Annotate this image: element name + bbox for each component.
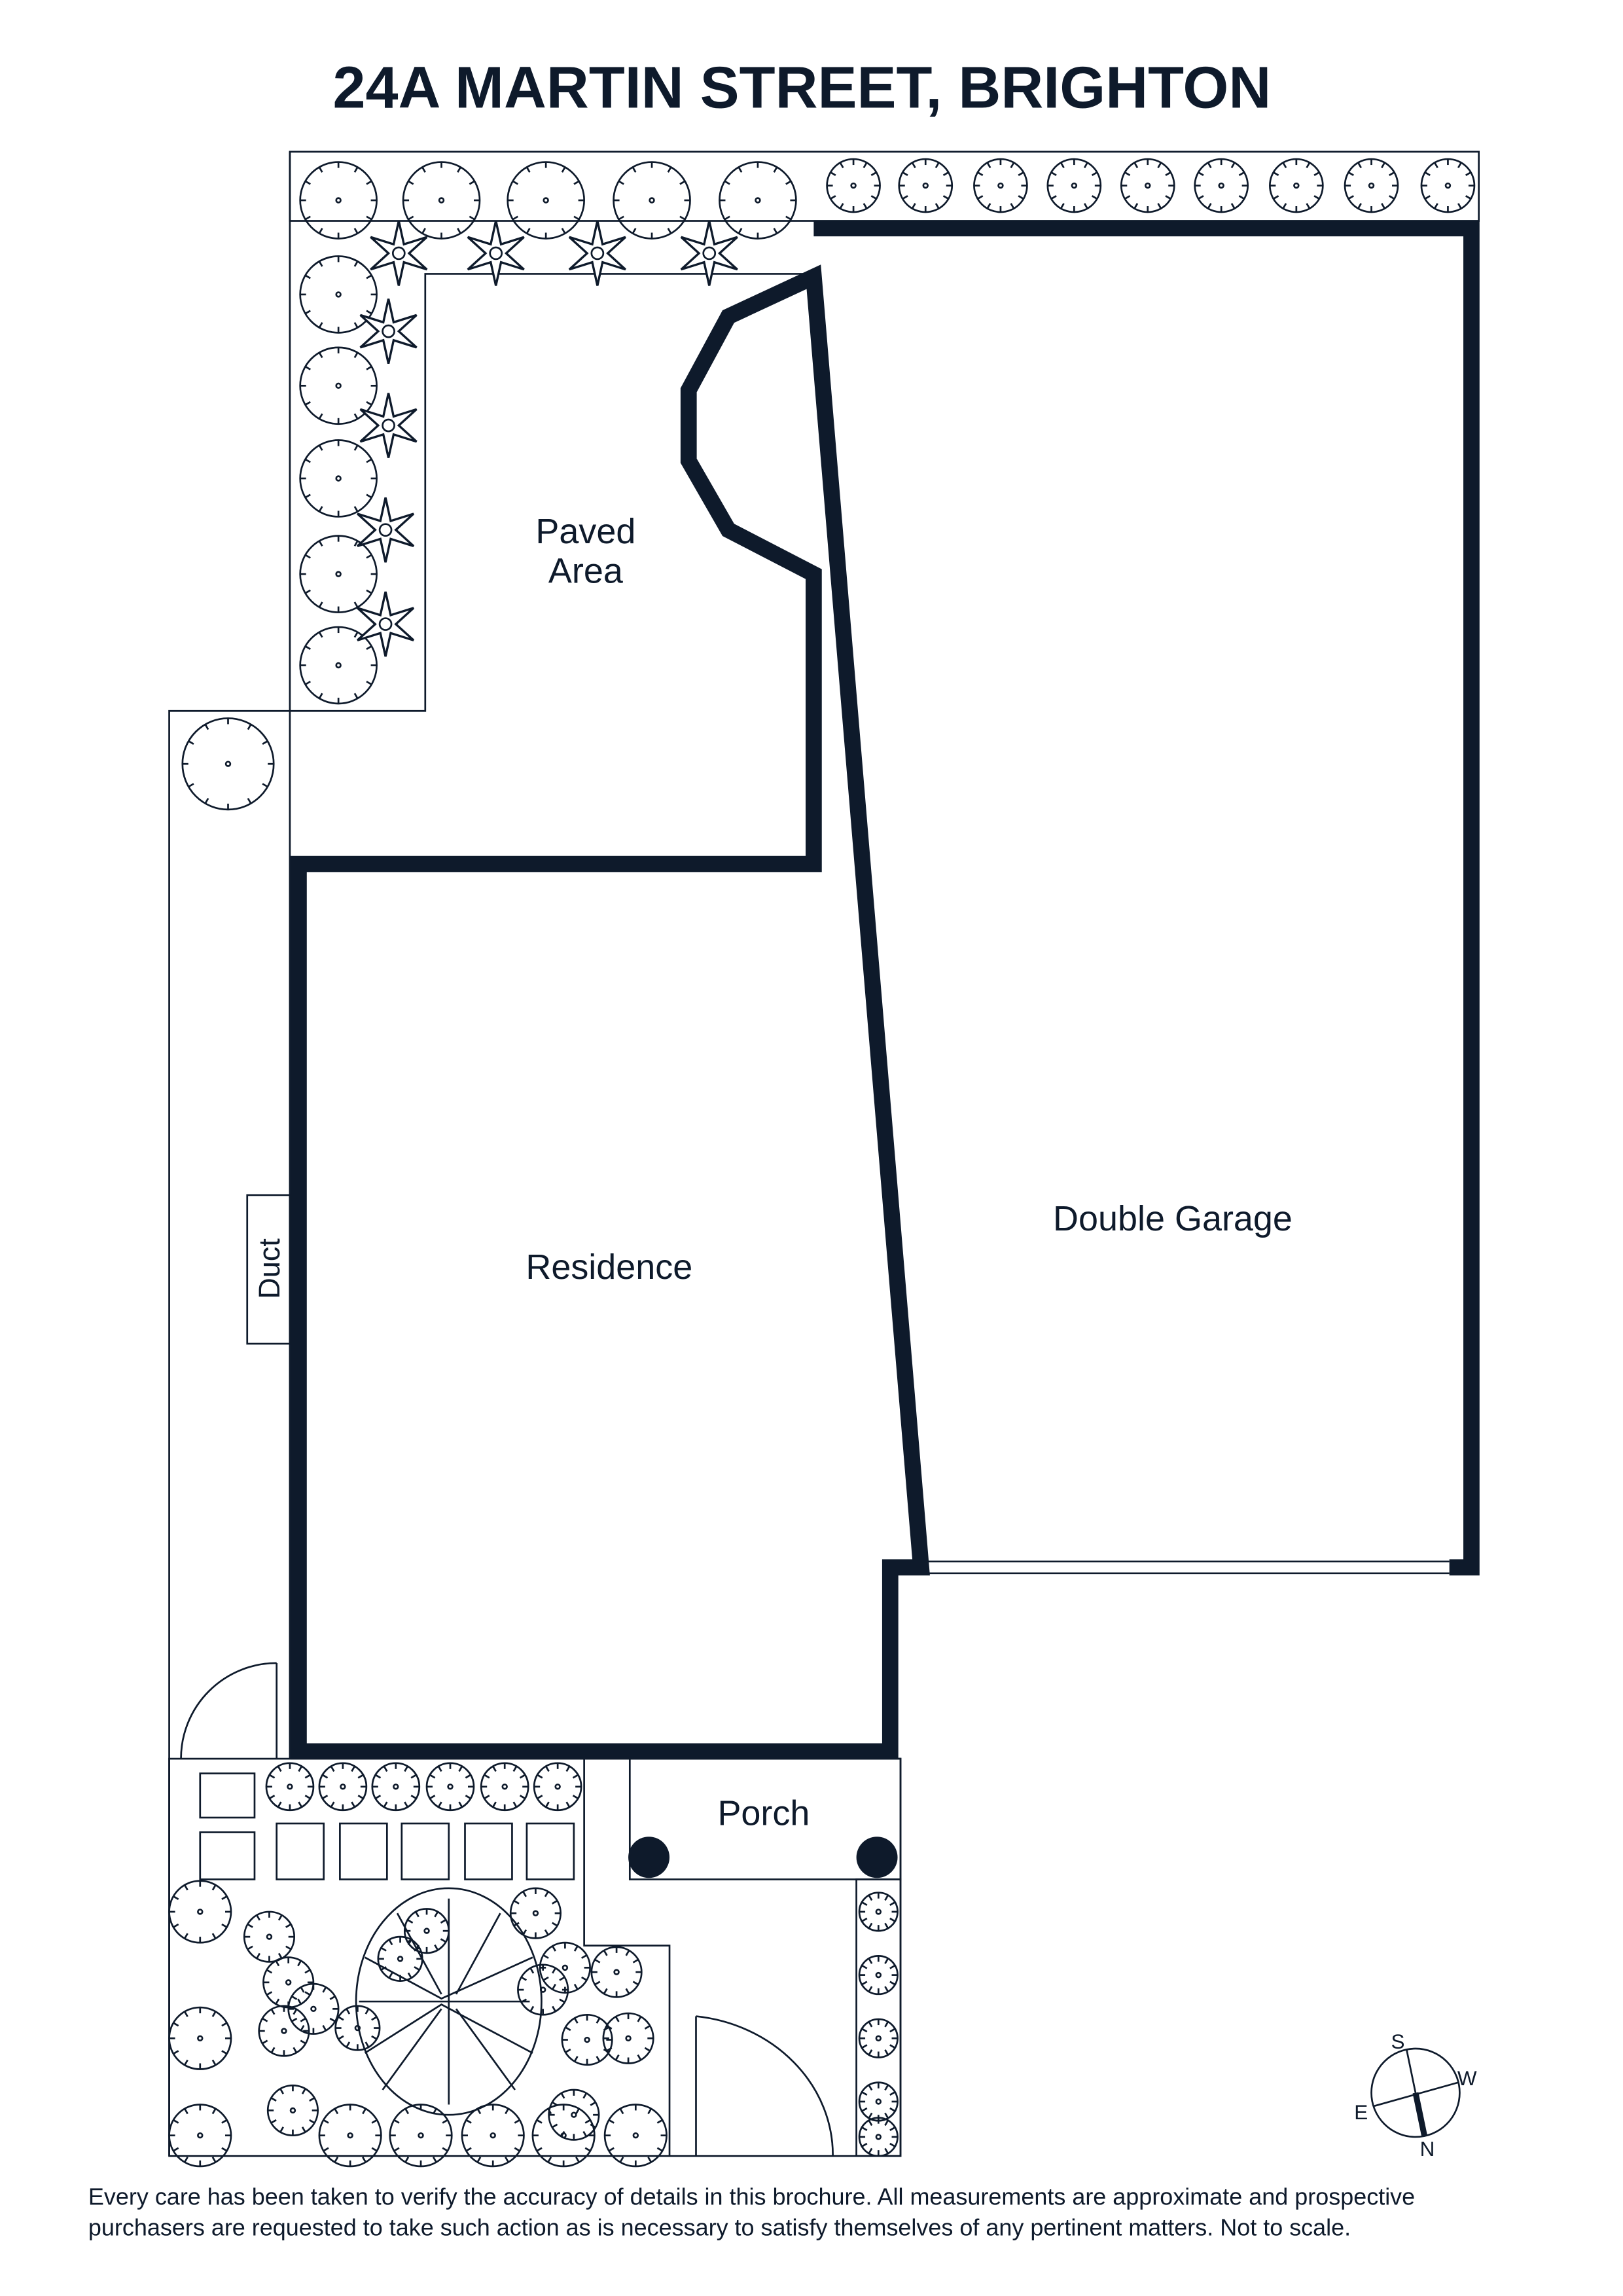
plant-star-icon bbox=[467, 221, 525, 286]
shrub-icon bbox=[318, 1762, 368, 1812]
shrub-icon bbox=[1046, 158, 1102, 213]
shrub-icon bbox=[517, 1964, 569, 2016]
shrub-icon bbox=[480, 1762, 529, 1812]
shrub-icon bbox=[299, 535, 378, 613]
shrub-icon bbox=[389, 2104, 453, 2168]
shrub-icon bbox=[377, 1935, 423, 1982]
plant-star-icon bbox=[568, 221, 626, 286]
shrub-icon bbox=[181, 717, 275, 811]
shrub-icon bbox=[561, 2013, 613, 2066]
compass-west: W bbox=[1457, 2067, 1477, 2090]
shrub-icon bbox=[1420, 158, 1476, 213]
shrub-icon bbox=[858, 2081, 899, 2122]
shrub-icon bbox=[265, 1762, 315, 1812]
plant-star-icon bbox=[357, 591, 415, 657]
shrub-icon bbox=[858, 1892, 899, 1932]
shrub-icon bbox=[425, 1762, 475, 1812]
shrub-icon bbox=[371, 1762, 421, 1812]
shrub-icon bbox=[1194, 158, 1249, 213]
compass-south: S bbox=[1391, 2030, 1404, 2053]
shrub-icon bbox=[533, 1762, 582, 1812]
plant-star-icon bbox=[357, 497, 415, 563]
shrub-icon bbox=[299, 439, 378, 518]
shrub-icon bbox=[590, 1946, 643, 1998]
shrub-icon bbox=[334, 2005, 381, 2051]
room-label-residence: Residence bbox=[526, 1247, 692, 1287]
shrub-icon bbox=[168, 1880, 232, 1944]
plants bbox=[357, 221, 738, 657]
shrub-icon bbox=[858, 2018, 899, 2058]
shrub-icon bbox=[531, 2104, 596, 2168]
compass-east: E bbox=[1354, 2101, 1368, 2124]
shrub-icon bbox=[539, 1941, 591, 1994]
shrub-icon bbox=[168, 2104, 232, 2168]
shrub-icon bbox=[266, 2084, 319, 2137]
shrub-icon bbox=[719, 161, 797, 240]
shrub-icon bbox=[262, 1956, 315, 2009]
shrub-icon bbox=[318, 2104, 382, 2168]
garage-door bbox=[921, 1560, 1450, 1575]
shrub-icon bbox=[1120, 158, 1175, 213]
shrub-icon bbox=[243, 1910, 296, 1963]
shrub-icon bbox=[548, 2089, 600, 2141]
shrub-icon bbox=[509, 1887, 562, 1939]
plant-star-icon bbox=[680, 221, 738, 286]
page-title: 24A MARTIN STREET, BRIGHTON bbox=[332, 55, 1271, 120]
large-tree-icon bbox=[355, 1887, 543, 2116]
shrub-icon bbox=[898, 158, 954, 213]
room-label-porch: Porch bbox=[717, 1793, 810, 1833]
shrub-icon bbox=[973, 158, 1028, 213]
duct-box bbox=[246, 1194, 291, 1345]
shrub-icon bbox=[299, 161, 378, 240]
shrub-icon bbox=[826, 158, 881, 213]
door-swing-side bbox=[180, 1662, 278, 1759]
room-label-paved-area-2: Area bbox=[548, 552, 623, 591]
plant-star-icon bbox=[370, 221, 428, 286]
shrub-icon bbox=[603, 2104, 668, 2168]
compass-north: N bbox=[1420, 2138, 1435, 2161]
shrub-icon bbox=[858, 2117, 899, 2157]
shrub-icon bbox=[1344, 158, 1399, 213]
shrub-icon bbox=[287, 1982, 340, 2035]
shrub-icon bbox=[858, 1955, 899, 1996]
building-walls bbox=[291, 220, 1480, 1760]
disclaimer-line-1: Every care has been taken to verify the … bbox=[88, 2183, 1415, 2210]
shrub-icon bbox=[299, 346, 378, 425]
shrub-icon bbox=[402, 161, 481, 240]
compass-icon: S W E N bbox=[1354, 2030, 1477, 2161]
shrub-icon bbox=[1269, 158, 1324, 213]
porch-column-right bbox=[856, 1837, 898, 1878]
shrub-icon bbox=[507, 161, 585, 240]
door-swing-front bbox=[695, 2015, 834, 2157]
porch-column-left bbox=[628, 1837, 670, 1878]
shrubs bbox=[168, 158, 1476, 2168]
room-label-double-garage: Double Garage bbox=[1053, 1199, 1293, 1238]
shrub-icon bbox=[602, 2012, 654, 2064]
plant-star-icon bbox=[359, 298, 418, 364]
plant-star-icon bbox=[359, 393, 418, 458]
disclaimer-line-2: purchasers are requested to take such ac… bbox=[88, 2214, 1351, 2241]
shrub-icon bbox=[299, 255, 378, 334]
shrub-icon bbox=[299, 626, 378, 705]
room-label-duct: Duct bbox=[253, 1238, 286, 1299]
shrub-icon bbox=[461, 2104, 525, 2168]
shrub-icon bbox=[403, 1908, 450, 1954]
shrub-icon bbox=[168, 2006, 232, 2070]
shrub-icon bbox=[258, 2005, 310, 2057]
shrub-icon bbox=[613, 161, 691, 240]
room-label-paved-area-1: Paved bbox=[535, 512, 635, 551]
